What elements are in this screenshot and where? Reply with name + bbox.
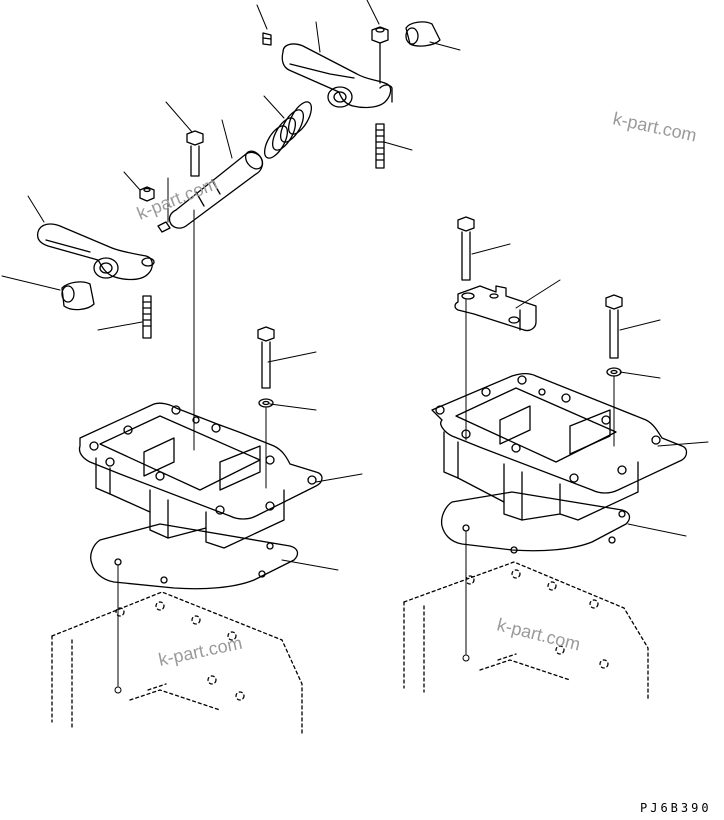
gasket-right bbox=[440, 491, 631, 554]
rocker-arm-lower bbox=[36, 223, 155, 281]
adjusting-screw-lower bbox=[142, 295, 152, 339]
valve-cap-upper bbox=[405, 21, 441, 47]
nut-upper bbox=[371, 26, 389, 84]
rocker-spring bbox=[263, 101, 313, 159]
shaft-bracket bbox=[454, 285, 537, 332]
nut-left bbox=[139, 186, 155, 202]
watermark-left-upper: k-part.com bbox=[134, 173, 220, 223]
drawing-code: PJ6B390 bbox=[640, 801, 712, 815]
rocker-housing-left bbox=[78, 402, 323, 549]
leader-lines-right bbox=[471, 243, 709, 537]
alignment-lines-right bbox=[462, 299, 615, 662]
watermark-left-lower: k-part.com bbox=[157, 633, 244, 670]
housing-bolt-left bbox=[257, 326, 275, 389]
set-screw-left bbox=[262, 32, 272, 46]
alignment-lines-left bbox=[114, 209, 267, 694]
washer-right bbox=[606, 367, 622, 377]
watermark-right-lower: k-part.com bbox=[495, 614, 582, 654]
rocker-shaft bbox=[168, 150, 264, 229]
pin-small bbox=[157, 221, 171, 233]
cylinder-head-right bbox=[403, 561, 649, 701]
rocker-housing-right bbox=[431, 373, 688, 521]
leader-lines-left bbox=[1, 0, 461, 571]
bracket-bolt bbox=[457, 216, 475, 281]
housing-bolt-right bbox=[605, 294, 623, 359]
adjusting-screw-upper bbox=[375, 123, 385, 169]
washer-left bbox=[258, 398, 274, 408]
gasket-left bbox=[90, 523, 299, 590]
rocker-arm-upper bbox=[281, 43, 393, 109]
watermark-top-right: k-part.com bbox=[611, 108, 698, 145]
cylinder-head-left bbox=[51, 591, 303, 735]
valve-cap-lower bbox=[61, 281, 95, 311]
shaft-bolt bbox=[186, 130, 204, 177]
